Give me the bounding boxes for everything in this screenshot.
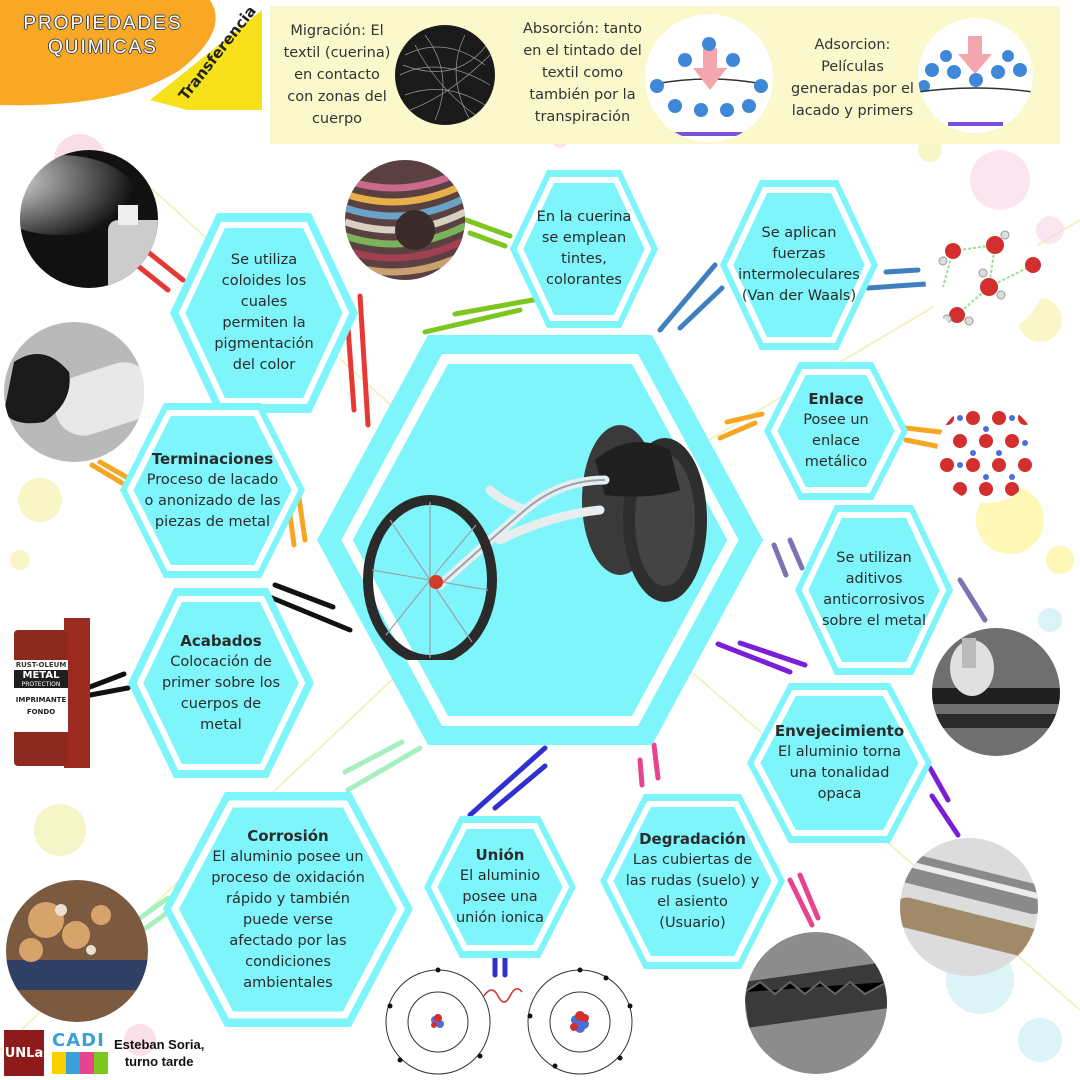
union-title: Unión <box>475 846 525 864</box>
cadi-logo-text: CADI <box>52 1030 105 1051</box>
textile-fiber-image <box>395 25 495 125</box>
tire-tread-icon <box>745 962 887 1028</box>
envejecimiento-title: Envejecimiento <box>774 722 905 740</box>
author-shift: turno tarde <box>124 1054 194 1069</box>
node-terminaciones: Terminaciones Proceso de lacado o anoniz… <box>120 403 305 578</box>
node-degradacion: Degradación Las cubiertas de las rudas (… <box>600 794 785 969</box>
front-wheel <box>363 495 497 660</box>
absorption-icon <box>650 37 768 136</box>
node-envejecimiento: Envejecimiento El aluminio torna una ton… <box>747 683 932 843</box>
aluminum-tubes-photo <box>900 838 1038 976</box>
spray-hand-photo <box>4 322 144 462</box>
adsorption-icon <box>918 36 1033 126</box>
node-aditivos: Se utilizan aditivos anticorrosivos sobr… <box>795 505 953 675</box>
acabados-title: Acabados <box>180 631 262 650</box>
seat <box>595 442 680 497</box>
fuerzas-text: Se aplican fuerzas intermoleculares (Van… <box>738 225 860 304</box>
node-fuerzas: Se aplican fuerzas intermoleculares (Van… <box>720 180 878 350</box>
frame <box>435 475 610 590</box>
union-text: El aluminio posee una unión ionica <box>455 868 545 926</box>
cadi-logo: CADI <box>52 1030 108 1076</box>
water-molecule-icon <box>938 230 1041 326</box>
corrosion-rust-icon <box>6 902 148 990</box>
can-label-imprimante: IMPRIMANTE <box>15 696 67 704</box>
unla-logo-text: UNLa <box>4 1045 44 1061</box>
corrosion-title: Corrosión <box>247 826 329 845</box>
can-label-protection: PROTECTION <box>21 681 61 688</box>
corroded-aluminum-photo <box>6 880 148 1022</box>
fabric-swatches-icon <box>345 166 465 276</box>
title-line-2: QUIMICAS <box>48 37 158 58</box>
metal-welding-photo <box>932 628 1060 756</box>
node-enlace: Enlace Posee un enlace metálico <box>764 362 908 500</box>
node-acabados: Acabados Colocación de primer sobre los … <box>128 588 314 778</box>
worn-tire-photo <box>745 932 887 1074</box>
central-hexagon <box>317 335 763 745</box>
adsorption-diagram <box>918 18 1033 133</box>
migracion-text: Migración: El textil (cuerina) en contac… <box>283 23 391 127</box>
node-union: Unión El aluminio posee una unión ionica <box>424 816 576 958</box>
degradacion-text: Las cubiertas de las rudas (suelo) y el … <box>625 852 760 931</box>
can-label-metal: METAL <box>22 670 60 681</box>
connector-blue <box>657 262 929 333</box>
unla-logo: UNLa <box>4 1030 44 1076</box>
metal-bars-icon <box>932 638 1060 728</box>
absorcion-text: Absorción: tanto en el tintado del texti… <box>522 21 643 125</box>
can-label-fondo: FONDO <box>26 708 56 716</box>
can-brand: RUST-OLEUM <box>15 661 67 669</box>
absorption-diagram <box>645 14 773 142</box>
degradacion-title: Degradación <box>639 830 746 848</box>
page-title: PROPIEDADES QUIMICAS <box>8 12 198 60</box>
aluminum-tube-icon <box>900 852 1038 959</box>
metallic-lattice-illustration <box>937 403 1037 503</box>
water-molecules-illustration <box>925 215 1045 335</box>
metallic-bond-icon <box>940 411 1032 496</box>
header-banner: PROPIEDADES QUIMICAS Transferencia <box>0 0 270 110</box>
connector-pink <box>637 742 821 928</box>
corrosion-text: El aluminio posee un proceso de oxidació… <box>211 848 365 991</box>
ionic-bond-atoms <box>385 967 633 1075</box>
connector-purple <box>715 640 961 838</box>
terminaciones-text: Proceso de lacado o anonizado de las pie… <box>144 471 281 530</box>
terminaciones-title: Terminaciones <box>151 449 274 468</box>
coloides-text: Se utiliza coloides los cuales permiten … <box>214 252 314 373</box>
racing-wheelchair-illustration <box>363 425 707 660</box>
envejecimiento-text: El aluminio torna una tonalidad opaca <box>777 744 902 802</box>
node-coloides: Se utiliza coloides los cuales permiten … <box>170 213 358 413</box>
textile-fiber-icon <box>399 34 491 121</box>
fabric-swatches-photo <box>345 160 465 280</box>
node-corrosion: Corrosión El aluminio posee un proceso d… <box>163 792 413 1027</box>
node-cuerina: En la cuerina se emplean tintes, coloran… <box>510 170 658 328</box>
cadi-logo-pattern <box>52 1052 108 1074</box>
hand-spray-icon <box>4 354 144 436</box>
enlace-title: Enlace <box>808 390 864 408</box>
author-credit: Esteban Soria, turno tarde <box>114 1036 204 1070</box>
title-line-1: PROPIEDADES <box>23 13 183 34</box>
acabados-text: Colocación de primer sobre los cuerpos d… <box>161 653 281 733</box>
adsorcion-text: Adsorcion: Películas generadas por el la… <box>791 37 914 119</box>
spray-mist-icon <box>20 155 158 288</box>
author-name: Esteban Soria, <box>114 1037 205 1052</box>
cuerina-text: En la cuerina se emplean tintes, coloran… <box>536 209 632 288</box>
primer-spray-can: RUST-OLEUM METAL PROTECTION IMPRIMANTE F… <box>10 618 94 768</box>
spray-nozzle-photo <box>20 150 158 288</box>
aditivos-text: Se utilizan aditivos anticorrosivos sobr… <box>821 550 926 629</box>
connector-slate <box>771 537 988 623</box>
enlace-text: Posee un enlace metálico <box>803 412 869 470</box>
